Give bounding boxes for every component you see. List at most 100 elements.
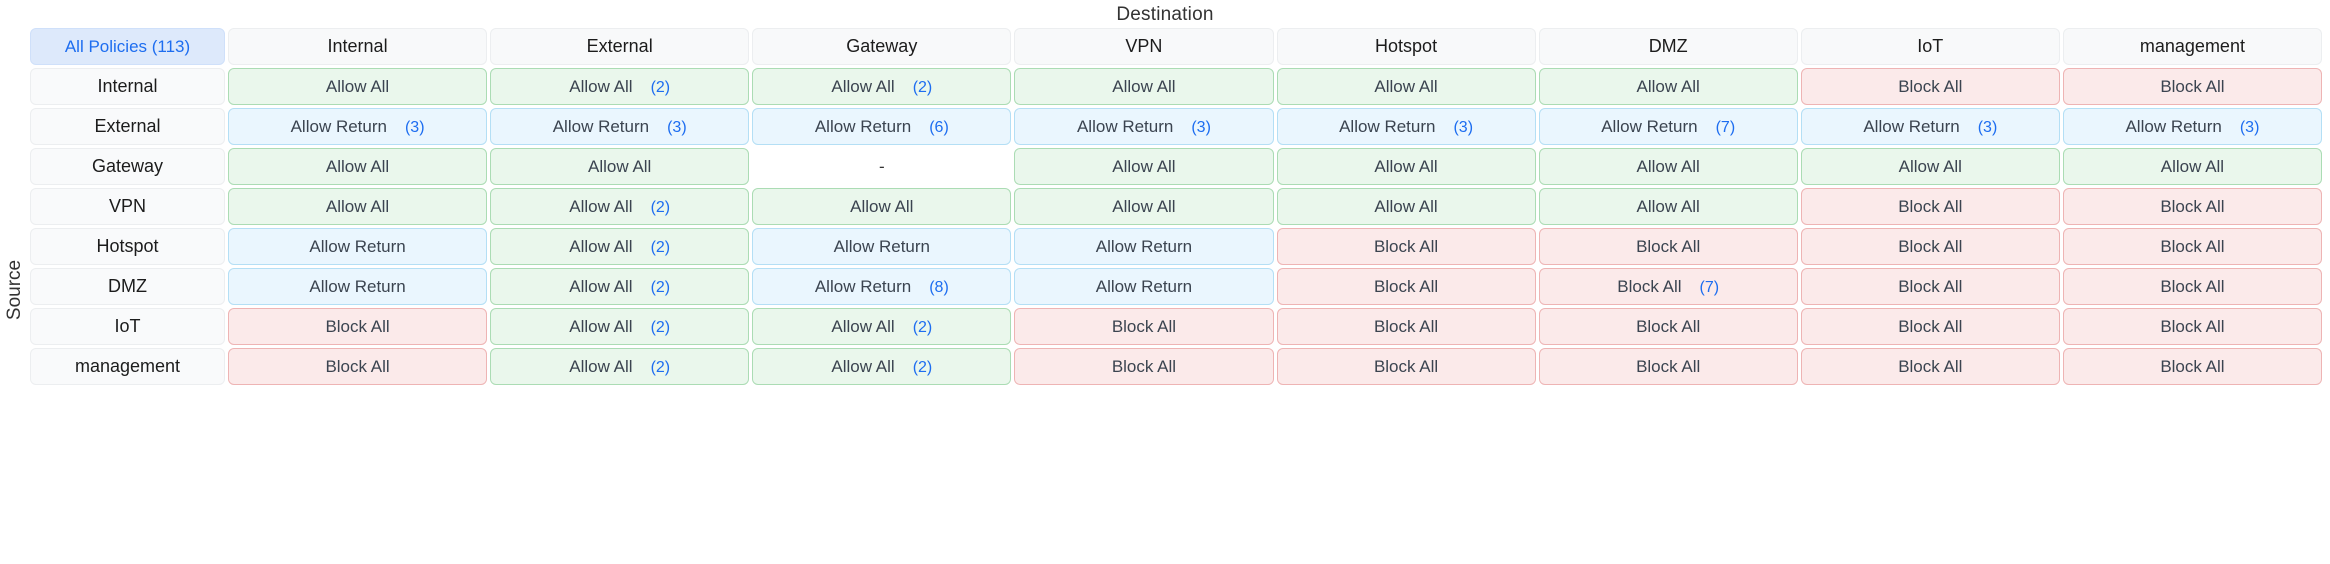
policy-cell-label: Allow All <box>325 196 390 216</box>
column-header-iot[interactable]: IoT <box>1800 28 2060 65</box>
policy-cell-internal-management[interactable]: Block All <box>2062 68 2322 105</box>
policy-cell-internal-vpn[interactable]: Allow All <box>1014 68 1274 105</box>
policy-cell-label: Block All <box>1636 236 1701 256</box>
policy-cell-management-gateway[interactable]: Allow All(2) <box>752 348 1012 385</box>
column-header-internal[interactable]: Internal <box>228 28 488 65</box>
policy-cell-vpn-hotspot[interactable]: Allow All <box>1276 188 1536 225</box>
policy-cell-label: Block All <box>2160 76 2225 96</box>
policy-cell-internal-internal[interactable]: Allow All <box>228 68 488 105</box>
policy-cell-gateway-management[interactable]: Allow All <box>2062 148 2322 185</box>
policy-cell-vpn-management[interactable]: Block All <box>2062 188 2322 225</box>
policy-cell-iot-dmz[interactable]: Block All <box>1538 308 1798 345</box>
column-header-dmz[interactable]: DMZ <box>1538 28 1798 65</box>
policy-cell-label: Allow All <box>831 316 895 336</box>
policy-cell-external-vpn[interactable]: Allow Return(3) <box>1014 108 1274 145</box>
policy-cell-management-dmz[interactable]: Block All <box>1538 348 1798 385</box>
policy-cell-external-external[interactable]: Allow Return(3) <box>490 108 750 145</box>
policy-cell-external-internal[interactable]: Allow Return(3) <box>228 108 488 145</box>
policy-cell-label: Allow Return <box>1339 116 1436 136</box>
policy-cell-external-management[interactable]: Allow Return(3) <box>2062 108 2322 145</box>
policy-cell-dmz-gateway[interactable]: Allow Return(8) <box>752 268 1012 305</box>
policy-cell-vpn-iot[interactable]: Block All <box>1800 188 2060 225</box>
policy-cell-management-internal[interactable]: Block All <box>228 348 488 385</box>
row-header-external[interactable]: External <box>30 108 225 145</box>
policy-cell-iot-external[interactable]: Allow All(2) <box>490 308 750 345</box>
policy-cell-dmz-management[interactable]: Block All <box>2062 268 2322 305</box>
policy-cell-count: (2) <box>912 78 933 96</box>
policy-cell-internal-iot[interactable]: Block All <box>1800 68 2060 105</box>
row-header-hotspot[interactable]: Hotspot <box>30 228 225 265</box>
policy-cell-external-gateway[interactable]: Allow Return(6) <box>752 108 1012 145</box>
policy-cell-count: (2) <box>912 358 933 376</box>
policy-cell-iot-management[interactable]: Block All <box>2062 308 2322 345</box>
row-header-management[interactable]: management <box>30 348 225 385</box>
policy-cell-vpn-vpn[interactable]: Allow All <box>1014 188 1274 225</box>
row-header-gateway[interactable]: Gateway <box>30 148 225 185</box>
policy-cell-management-management[interactable]: Block All <box>2062 348 2322 385</box>
policy-cell-dmz-external[interactable]: Allow All(2) <box>490 268 750 305</box>
policy-cell-internal-external[interactable]: Allow All(2) <box>490 68 750 105</box>
column-header-external[interactable]: External <box>490 28 750 65</box>
policy-cell-hotspot-hotspot[interactable]: Block All <box>1276 228 1536 265</box>
policy-cell-dmz-iot[interactable]: Block All <box>1800 268 2060 305</box>
policy-cell-dmz-dmz[interactable]: Block All(7) <box>1538 268 1798 305</box>
policy-cell-iot-vpn[interactable]: Block All <box>1014 308 1274 345</box>
policy-cell-external-iot[interactable]: Allow Return(3) <box>1800 108 2060 145</box>
row-header-dmz[interactable]: DMZ <box>30 268 225 305</box>
policy-cell-management-iot[interactable]: Block All <box>1800 348 2060 385</box>
policy-cell-label: Block All <box>1111 316 1177 336</box>
policy-cell-label: Allow All <box>831 76 895 96</box>
policy-cell-hotspot-iot[interactable]: Block All <box>1800 228 2060 265</box>
all-policies-button[interactable]: All Policies (113) <box>30 28 225 65</box>
policy-cell-label: Allow All <box>325 156 390 176</box>
policy-cell-internal-gateway[interactable]: Allow All (2) <box>752 68 1012 105</box>
policy-cell-iot-gateway[interactable]: Allow All(2) <box>752 308 1012 345</box>
policy-cell-iot-hotspot[interactable]: Block All <box>1276 308 1536 345</box>
policy-cell-hotspot-management[interactable]: Block All <box>2062 228 2322 265</box>
policy-cell-gateway-gateway[interactable]: - <box>752 148 1012 185</box>
policy-cell-management-external[interactable]: Allow All(2) <box>490 348 750 385</box>
column-header-management[interactable]: management <box>2062 28 2322 65</box>
policy-cell-hotspot-external[interactable]: Allow All(2) <box>490 228 750 265</box>
policy-cell-vpn-external[interactable]: Allow All(2) <box>490 188 750 225</box>
row-header-iot[interactable]: IoT <box>30 308 225 345</box>
policy-cell-external-hotspot[interactable]: Allow Return(3) <box>1276 108 1536 145</box>
column-header-vpn[interactable]: VPN <box>1014 28 1274 65</box>
policy-cell-management-vpn[interactable]: Block All <box>1014 348 1274 385</box>
policy-cell-hotspot-vpn[interactable]: Allow Return <box>1014 228 1274 265</box>
policy-cell-gateway-external[interactable]: Allow All <box>490 148 750 185</box>
policy-cell-dmz-internal[interactable]: Allow Return <box>228 268 488 305</box>
policy-cell-iot-iot[interactable]: Block All <box>1800 308 2060 345</box>
policy-cell-internal-dmz[interactable]: Allow All <box>1538 68 1798 105</box>
policy-cell-hotspot-internal[interactable]: Allow Return <box>228 228 488 265</box>
policy-cell-label: Block All <box>325 316 390 336</box>
policy-cell-gateway-dmz[interactable]: Allow All <box>1538 148 1798 185</box>
policy-cell-label: Allow Return <box>814 116 912 136</box>
policy-cell-gateway-iot[interactable]: Allow All <box>1800 148 2060 185</box>
policy-cell-label: Allow Return <box>309 236 406 256</box>
policy-cell-vpn-dmz[interactable]: Allow All <box>1538 188 1798 225</box>
policy-cell-iot-internal[interactable]: Block All <box>228 308 488 345</box>
policy-cell-dmz-vpn[interactable]: Allow Return <box>1014 268 1274 305</box>
policy-cell-internal-hotspot[interactable]: Allow All <box>1276 68 1536 105</box>
policy-cell-vpn-internal[interactable]: Allow All <box>228 188 488 225</box>
policy-cell-label: Block All <box>1898 316 1963 336</box>
policy-cell-label: Allow Return <box>1601 116 1698 136</box>
row-header-vpn[interactable]: VPN <box>30 188 225 225</box>
policy-cell-label: Block All <box>1111 356 1177 376</box>
column-header-gateway[interactable]: Gateway <box>752 28 1012 65</box>
policy-cell-gateway-vpn[interactable]: Allow All <box>1014 148 1274 185</box>
policy-cell-hotspot-dmz[interactable]: Block All <box>1538 228 1798 265</box>
policy-cell-vpn-gateway[interactable]: Allow All <box>752 188 1012 225</box>
policy-cell-count: (2) <box>650 238 671 256</box>
policy-cell-gateway-internal[interactable]: Allow All <box>228 148 488 185</box>
policy-cell-external-dmz[interactable]: Allow Return(7) <box>1538 108 1798 145</box>
policy-cell-management-hotspot[interactable]: Block All <box>1276 348 1536 385</box>
row-header-internal[interactable]: Internal <box>30 68 225 105</box>
policy-cell-gateway-hotspot[interactable]: Allow All <box>1276 148 1536 185</box>
policy-cell-dmz-hotspot[interactable]: Block All <box>1276 268 1536 305</box>
policy-cell-label: Allow All <box>569 356 633 376</box>
column-header-hotspot[interactable]: Hotspot <box>1276 28 1536 65</box>
policy-cell-hotspot-gateway[interactable]: Allow Return <box>752 228 1012 265</box>
